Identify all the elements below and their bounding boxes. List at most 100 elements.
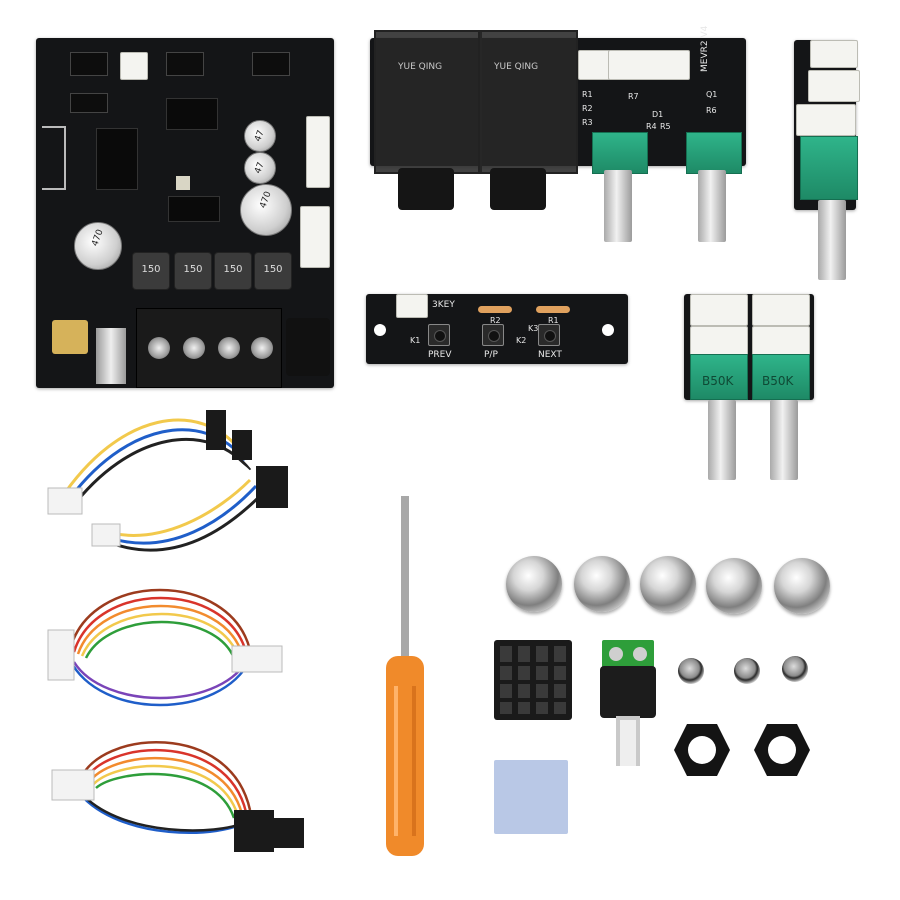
screwdriver xyxy=(386,496,424,856)
terminal-screw xyxy=(183,337,205,359)
electrolytic-capacitor: 470 xyxy=(74,222,122,270)
cable-bundle-2 xyxy=(68,588,252,707)
dc-power-jack xyxy=(286,318,330,376)
ref-designator: R3 xyxy=(582,118,593,127)
cable-connector xyxy=(231,645,283,673)
ref-designator: R2 xyxy=(490,316,501,325)
ref-designator: K2 xyxy=(516,336,527,345)
ref-designator: R6 xyxy=(706,106,717,115)
handle-ridge xyxy=(412,686,416,836)
jst-connector xyxy=(690,326,748,356)
inductor-choke: 150 xyxy=(214,252,252,290)
prev-label: PREV xyxy=(428,350,452,360)
control-knob xyxy=(640,556,696,612)
terminal-screw xyxy=(148,337,170,359)
pot-value-label: B50K xyxy=(702,374,734,388)
potentiometer-shaft xyxy=(770,400,798,480)
jst-connector xyxy=(796,104,856,136)
potentiometer-shaft xyxy=(604,170,632,242)
board-title: 3KEY xyxy=(432,300,455,310)
screwdriver-shaft xyxy=(401,496,409,662)
screwdriver-handle xyxy=(386,656,424,856)
jst-connector xyxy=(810,40,858,68)
cable-set xyxy=(47,410,304,852)
terminal-screw xyxy=(218,337,240,359)
hex-nut xyxy=(674,724,730,776)
ref-designator: D1 xyxy=(652,110,664,119)
ref-designator: R1 xyxy=(582,90,593,99)
ref-designator: Q1 xyxy=(706,90,718,99)
ic-chip xyxy=(166,98,218,130)
cable-connector xyxy=(206,410,226,450)
potentiometer-body xyxy=(800,136,858,200)
play-pause-button xyxy=(482,324,504,346)
board-version-label: MEVR2 V4 xyxy=(700,25,710,72)
jst-connector xyxy=(120,52,148,80)
electrolytic-capacitor: 47 xyxy=(244,120,276,152)
ref-designator: K1 xyxy=(410,336,421,345)
ref-designator: K3 xyxy=(528,324,539,333)
pin-header xyxy=(166,52,204,76)
jst-connector xyxy=(752,326,810,356)
terminal-screw xyxy=(251,337,273,359)
cable-connector xyxy=(234,810,274,852)
screw-terminal-block xyxy=(136,308,282,388)
handle-ridge xyxy=(394,686,398,836)
potentiometer-shaft xyxy=(708,400,736,480)
ic-chip xyxy=(176,176,190,190)
jst-connector xyxy=(608,50,690,80)
potentiometer-body xyxy=(690,354,748,400)
pin-header xyxy=(70,93,108,113)
jack-socket xyxy=(398,168,454,210)
inductor-choke: 150 xyxy=(254,252,292,290)
cable-connector xyxy=(270,818,304,848)
resistor xyxy=(478,306,512,313)
mounting-hole xyxy=(374,324,386,336)
next-label: NEXT xyxy=(538,350,562,360)
ref-designator: R5 xyxy=(660,122,671,131)
play-pause-label: P/P xyxy=(484,350,498,360)
ref-designator: R2 xyxy=(582,104,593,113)
button-board: 3KEY R2 R1 K1 K2 K3 PREV P/P NEXT xyxy=(366,294,628,364)
next-button xyxy=(538,324,560,346)
jst-connector xyxy=(306,116,330,188)
jst-connector xyxy=(752,294,810,326)
jst-connector xyxy=(396,294,428,318)
jack-socket xyxy=(490,168,546,210)
jst-connector xyxy=(690,294,748,326)
ic-chip xyxy=(96,128,138,190)
audio-jack-housing-right xyxy=(478,30,578,174)
pin-header xyxy=(70,52,108,76)
jack-brand-label: YUE QING xyxy=(494,62,539,72)
antenna-trace xyxy=(42,126,66,190)
electrolytic-capacitor: 470 xyxy=(240,184,292,236)
jst-connector xyxy=(300,206,330,268)
cable-connector xyxy=(47,487,83,515)
resistor xyxy=(536,306,570,313)
control-knob xyxy=(706,558,762,614)
dc-barrel-adapter xyxy=(600,640,656,766)
cable-bundle-3 xyxy=(78,740,252,834)
electrolytic-capacitor: 47 xyxy=(244,152,276,184)
small-nut xyxy=(678,658,704,684)
heatsink xyxy=(494,640,572,720)
cable-connector xyxy=(232,430,252,460)
jack-brand-label: YUE QING xyxy=(398,62,443,72)
jst-connector xyxy=(808,70,860,102)
hex-nut xyxy=(754,724,810,776)
cable-connector xyxy=(51,769,95,801)
control-knob xyxy=(574,556,630,612)
audio-jack-housing-left xyxy=(374,30,482,174)
small-nut xyxy=(734,658,760,684)
audio-jack xyxy=(52,320,88,354)
cable-connector xyxy=(91,523,121,547)
potentiometer-body xyxy=(592,132,648,174)
power-switch xyxy=(96,328,126,384)
mounting-hole xyxy=(602,324,614,336)
jst-connector xyxy=(578,50,610,80)
pot-value-label: B50K xyxy=(762,374,794,388)
cable-connector xyxy=(47,629,75,681)
ref-designator: R4 xyxy=(646,122,657,131)
ref-designator: R1 xyxy=(548,316,559,325)
ic-chip xyxy=(168,196,220,222)
